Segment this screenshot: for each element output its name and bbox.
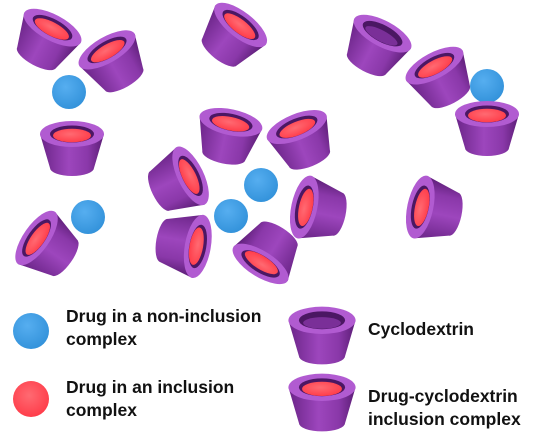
inclusion-complex xyxy=(150,207,217,281)
inclusion-complex xyxy=(4,1,87,80)
inclusion-complex xyxy=(284,173,353,248)
inclusion-complex xyxy=(400,173,469,248)
legend-cyclodextrin-icon xyxy=(288,306,356,365)
inclusion-complex xyxy=(189,0,274,78)
cyclodextrin xyxy=(334,7,417,86)
legend-inclusion-complex-label: Drug-cyclodextrin inclusion complex xyxy=(368,386,521,429)
legend-inclusion-complex-icon xyxy=(288,373,356,432)
free-drug xyxy=(52,75,86,109)
inclusion-complex xyxy=(455,101,519,156)
inclusion-complex xyxy=(190,102,265,171)
legend-free-drug-label: Drug in a non-inclusion complex xyxy=(66,306,262,349)
inclusion-complex xyxy=(262,102,343,178)
legend-inclusion-drug-label: Drug in an inclusion complex xyxy=(66,377,235,420)
free-drug xyxy=(71,200,105,234)
free-drug xyxy=(244,168,278,202)
free-drug xyxy=(470,69,504,103)
legend-cyclodextrin-label: Cyclodextrin xyxy=(368,319,474,339)
free-drug xyxy=(214,199,248,233)
inclusion-complex xyxy=(40,121,104,176)
legend-inclusion-drug-icon xyxy=(13,381,49,417)
legend-free-drug-icon xyxy=(13,313,49,349)
